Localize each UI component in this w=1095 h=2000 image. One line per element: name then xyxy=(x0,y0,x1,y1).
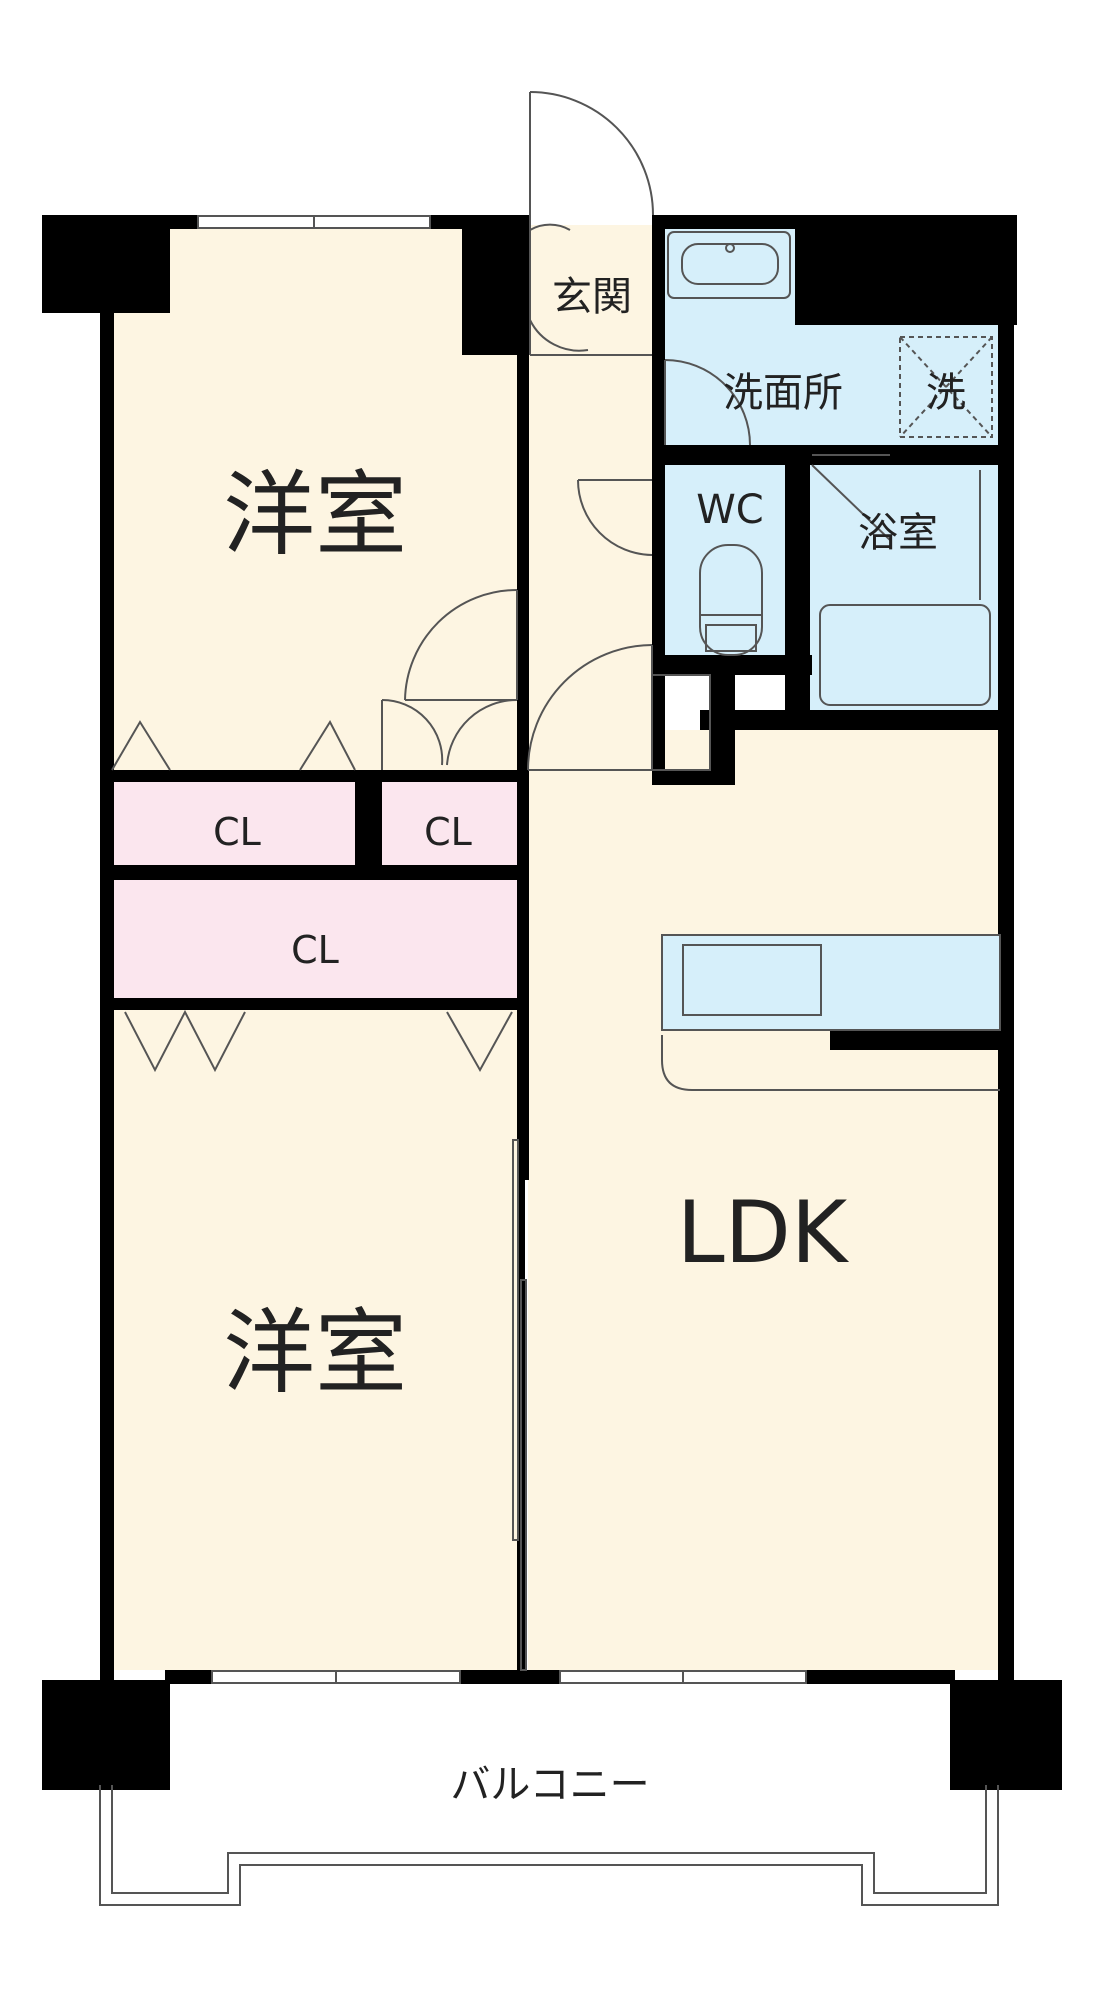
western-room-upper-label: 洋室 xyxy=(223,462,407,569)
bathroom-label: 浴室 xyxy=(858,510,938,556)
wall-toilet-bottom xyxy=(652,655,812,675)
wall-closet-top xyxy=(112,770,517,782)
western-room-lower-label: 洋室 xyxy=(223,1300,407,1407)
wall-toilet-right xyxy=(785,455,810,725)
hallway-floor xyxy=(528,225,655,770)
bathtub xyxy=(819,604,991,706)
wall-bottom-c xyxy=(805,1670,955,1684)
balcony-label: バルコニー xyxy=(450,1762,649,1808)
toilet-fixture xyxy=(699,544,763,656)
walls xyxy=(42,215,1062,1790)
toilet-label: WC xyxy=(696,487,763,533)
closet-upper-left-floor xyxy=(112,782,355,865)
column-top-right xyxy=(795,215,1017,325)
closet-middle-label: CL xyxy=(291,928,339,972)
wall-bath-bottom xyxy=(700,710,1014,730)
column-bottom-right xyxy=(950,1680,1062,1790)
ldk-floor-upper xyxy=(528,785,721,795)
ldk-label: LDK xyxy=(677,1183,850,1283)
wall-kitchen-ledge xyxy=(830,1030,1000,1050)
wall-bottom-a xyxy=(165,1670,215,1684)
washroom-label: 洗面所 xyxy=(723,370,843,416)
wall-wet-left xyxy=(652,215,665,775)
wall-top-c xyxy=(655,215,800,229)
entrance-label: 玄関 xyxy=(552,274,632,320)
closet-upper-right-label: CL xyxy=(424,810,472,854)
ldk-floor xyxy=(528,730,998,1670)
bathroom-floor xyxy=(810,465,998,710)
wall-top-a xyxy=(165,215,200,229)
wall-hall-bottom xyxy=(652,770,722,785)
washer-label: 洗 xyxy=(926,370,966,416)
wall-right xyxy=(998,300,1014,1685)
western-room-lower-floor xyxy=(112,1010,517,1670)
closet-middle-floor xyxy=(112,880,517,998)
wall-bottom-b xyxy=(460,1670,560,1684)
labels: 洋室 洋室 LDK 玄関 洗面所 洗 WC 浴室 CL CL CL バルコニー xyxy=(213,274,966,1808)
toilet-floor xyxy=(665,465,785,655)
closet-upper-right-floor xyxy=(382,782,517,865)
doors xyxy=(99,91,999,1906)
western-room-upper-floor xyxy=(112,225,517,770)
wall-utility-block xyxy=(710,670,735,785)
column-bottom-left xyxy=(42,1680,170,1790)
vanity-sink xyxy=(667,231,791,299)
fixtures xyxy=(661,231,1001,1091)
windows xyxy=(197,215,807,1684)
column-top-left xyxy=(42,215,170,313)
wall-closet-bottom xyxy=(112,998,517,1010)
wall-center-upper xyxy=(517,350,529,1180)
wall-closet-divider xyxy=(355,770,382,875)
washer-pan xyxy=(899,336,993,438)
wall-top-d xyxy=(462,215,530,355)
wall-left xyxy=(100,300,114,1685)
wall-closet-mid xyxy=(112,865,517,880)
closet-upper-left-label: CL xyxy=(213,810,261,854)
